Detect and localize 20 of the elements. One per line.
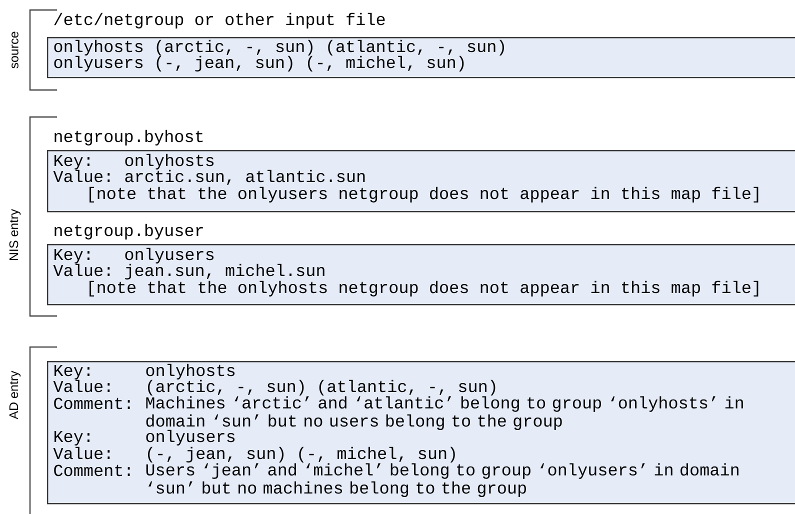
node-label: Value: <box>53 170 110 182</box>
node-label: Key: <box>54 248 90 264</box>
file-heading: netgroup.byuser <box>54 224 203 240</box>
listing-box: Key: onlyusers Value: jean.sun, michel.sun [note that the onlyhosts netgroup does not appear in this map file] <box>47 244 795 306</box>
node-label: [note that the onlyusers netgroup does not appear in this map file] <box>90 186 758 202</box>
listing-box: Key: onlyhosts Value: (arctic, -, sun) (atlantic, -, sun) Comment: Machines ‘arctic’ and ‘atlantic’ belong to group ‘onlyhosts’ in domain ‘sun’ but no users belong to the group Key: onlyusers Value: (-, jean, sun) (-, michel, sun) Comment: Users ‘jean’ and ‘michel’ belong to group ‘onlyusers’ in domain ‘sun’ but no machines belong to the group <box>47 361 795 504</box>
file-heading: netgroup.byhost <box>54 130 203 146</box>
file-heading: /etc/netgroup or other input file <box>54 12 385 28</box>
listing-box: Key: onlyhosts Value: arctic.sun, atlantic.sun [note that the onlyusers netgroup does not appear in this map file] <box>47 150 795 212</box>
section-label: AD entry <box>9 370 21 420</box>
section-label: source <box>12 32 18 68</box>
node-label: arctic.sun, atlantic.sun <box>125 170 365 185</box>
node-label: jean.sun, michel.sun <box>125 264 324 280</box>
node-label: Value: <box>53 264 110 276</box>
node-label: Key: <box>54 154 90 170</box>
listing-box: onlyhosts (arctic, -, sun) (atlantic, -, sun) onlyusers (-, jean, sun) (-, michel, sun) <box>47 37 795 78</box>
node-label: onlyhosts <box>125 154 214 170</box>
section-label: NIS entry <box>9 209 21 260</box>
node-label: [note that the onlyhosts netgroup does not appear in this map file] <box>90 280 758 296</box>
node-label: onlyusers <box>125 248 214 264</box>
